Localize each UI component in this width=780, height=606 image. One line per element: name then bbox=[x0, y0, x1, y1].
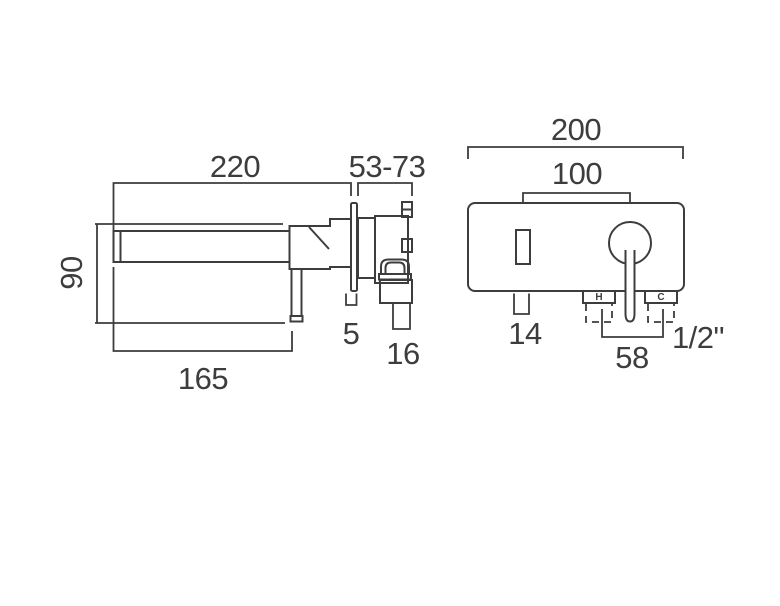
hot-concealed-connection-dashed bbox=[585, 304, 613, 323]
wall-plate-side bbox=[350, 202, 358, 292]
mid-connector-block bbox=[401, 238, 413, 253]
lever-side bbox=[290, 268, 303, 317]
concealed-neck bbox=[357, 217, 376, 279]
cold-port-label: C bbox=[657, 292, 664, 303]
dim-line-58 bbox=[601, 309, 664, 338]
dim-line-220 bbox=[112, 182, 352, 231]
cold-concealed-connection-dashed bbox=[647, 304, 675, 323]
dim-label-wall-thickness: 53-73 bbox=[349, 149, 426, 184]
dim-line-5 bbox=[345, 293, 358, 306]
elbow-dome-outer bbox=[380, 258, 410, 274]
dim-label-spout-projection: 220 bbox=[210, 149, 260, 184]
hot-port-label: H bbox=[595, 292, 602, 303]
concealed-valve-body bbox=[374, 215, 409, 284]
dim-label-body-height: 90 bbox=[54, 256, 89, 290]
hot-inlet-block bbox=[582, 290, 616, 304]
dim-line-165 bbox=[112, 267, 293, 352]
lever-side-end-cap bbox=[289, 315, 304, 323]
body-chamfer bbox=[308, 226, 330, 250]
wall-plate-front bbox=[467, 202, 685, 292]
dim-label-outlet-connection: 16 bbox=[386, 336, 419, 371]
dim-label-plate-width: 200 bbox=[551, 112, 601, 147]
dim-line-100 bbox=[522, 192, 631, 202]
dim-label-plate-thickness: 5 bbox=[343, 316, 360, 351]
dim-line-53-73 bbox=[357, 182, 413, 196]
dim-label-centres-100: 100 bbox=[552, 156, 602, 191]
side-view: 220 53-73 90 165 bbox=[54, 149, 426, 396]
spout-outlet-front bbox=[515, 229, 531, 265]
lever-front bbox=[624, 250, 636, 323]
dim-label-inlet-centres: 58 bbox=[615, 340, 648, 375]
dim-label-spout-to-handle: 165 bbox=[178, 361, 228, 396]
dim-line-14 bbox=[513, 293, 530, 315]
dim-line-16 bbox=[392, 304, 411, 330]
elbow-dome-inner bbox=[384, 261, 406, 274]
spout-side bbox=[112, 230, 291, 263]
dim-label-spout-width: 14 bbox=[508, 316, 542, 351]
dim-line-90 bbox=[95, 223, 285, 324]
outlet-connection-block bbox=[379, 279, 413, 304]
body-top-edge bbox=[288, 218, 351, 231]
elbow-flange bbox=[378, 273, 412, 281]
dim-label-inlet-thread: 1/2" bbox=[672, 320, 724, 355]
dim-line-200 bbox=[467, 146, 684, 159]
body-bottom-edge bbox=[288, 262, 351, 270]
front-view: 200 100 H C 14 58 bbox=[467, 112, 725, 375]
cold-inlet-block bbox=[644, 290, 678, 304]
